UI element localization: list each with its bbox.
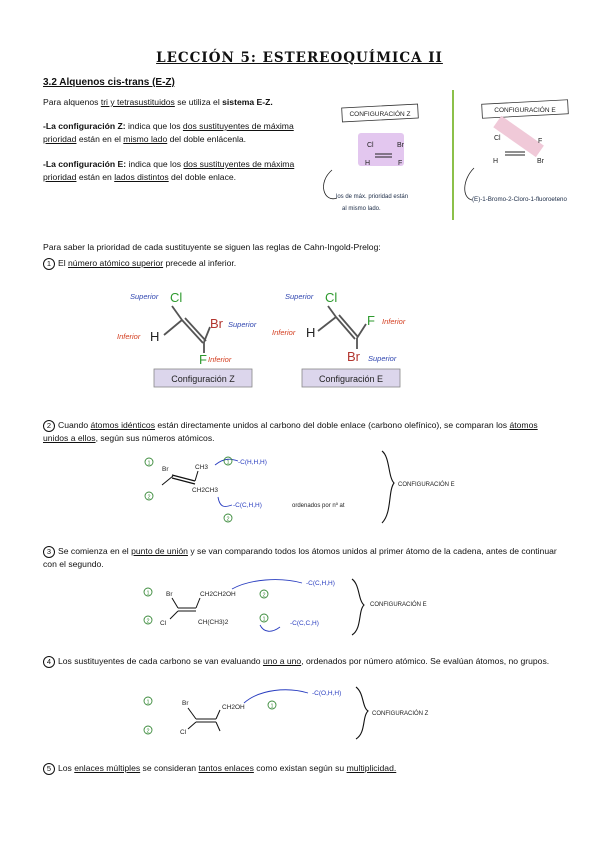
diagram-z: Superior Cl Inferior H Br Superior F Inf…	[117, 290, 257, 388]
diagram-e: Superior Cl Inferior H F Inferior Br Sup…	[272, 290, 406, 388]
cip-diagrams: Superior Cl Inferior H Br Superior F Inf…	[117, 290, 406, 388]
svg-text:-C(C,H,H): -C(C,H,H)	[233, 502, 262, 509]
svg-text:Cl: Cl	[160, 620, 167, 627]
svg-text:-C(C,H,H): -C(C,H,H)	[306, 580, 335, 587]
svg-text:-C(O,H,H): -C(O,H,H)	[312, 690, 341, 697]
sketch-left-atom: F	[398, 160, 402, 167]
sketch-right-atom: H	[493, 158, 498, 165]
sketch-left-atom: Cl	[367, 142, 374, 149]
tag: Inferior	[208, 355, 232, 364]
config-e-paragraph: -La configuración E: indica que los dos …	[43, 159, 295, 182]
svg-text:Br: Br	[182, 700, 189, 707]
config-z-paragraph: -La configuración Z: indica que los dos …	[43, 121, 294, 144]
atom: F	[199, 352, 207, 367]
handwritten-sketches: CONFIGURACIÓN Z Cl Br H F los de máx. pr…	[323, 90, 569, 220]
sketch-right-atom: F	[538, 138, 542, 145]
sketch-left-label: CONFIGURACIÓN Z	[349, 109, 410, 118]
svg-text:-C(C,C,H): -C(C,C,H)	[290, 620, 319, 627]
atom: H	[306, 325, 315, 340]
tag: Superior	[130, 292, 159, 301]
svg-text:ordenados por nº at: ordenados por nº at	[292, 502, 345, 509]
rules-intro: Para saber la prioridad de cada sustituy…	[43, 242, 381, 252]
sketch-left-note: los de máx. prioridad están	[336, 194, 408, 200]
handwritten-example-2: 1 2 Br CH3 CH2CH3 1 -C(H,H,H) 2 -C(C,H,H…	[144, 450, 455, 524]
tag: Superior	[228, 320, 257, 329]
svg-text:1: 1	[270, 704, 273, 710]
sketch-right-atom: Cl	[494, 135, 501, 142]
section-heading: 3.2 Alquenos cis-trans (E-Z)	[43, 77, 175, 88]
tag: Inferior	[272, 328, 296, 337]
svg-text:-C(H,H,H): -C(H,H,H)	[238, 459, 267, 466]
sketch-right-label: CONFIGURACIÓN E	[494, 105, 556, 114]
svg-text:1: 1	[146, 700, 149, 706]
svg-text:1: 1	[146, 591, 149, 597]
svg-text:1: 1	[262, 617, 265, 623]
svg-text:CONFIGURACIÓN E: CONFIGURACIÓN E	[398, 481, 455, 488]
svg-text:CH2CH3: CH2CH3	[192, 487, 218, 494]
svg-text:2: 2	[147, 495, 150, 501]
svg-text:2: 2	[146, 619, 149, 625]
sketch-right-note: (E)-1-Bromo-2-Cloro-1-fluoroeteno	[472, 196, 567, 203]
svg-text:CONFIGURACIÓN E: CONFIGURACIÓN E	[370, 601, 427, 608]
svg-text:1: 1	[147, 461, 150, 467]
sketch-right-atom: Br	[537, 158, 545, 165]
tag: Inferior	[117, 332, 141, 341]
sketch-left-note: al mismo lado.	[342, 206, 381, 212]
handwritten-example-4: 1 2 Br CH2OH Cl 1 -C(O,H,H) CONFIGURACIÓ…	[143, 686, 429, 740]
intro-paragraph: Para alquenos tri y tetrasustituidos se …	[43, 97, 273, 107]
atom: Cl	[170, 290, 182, 305]
svg-text:CH2CH2OH: CH2CH2OH	[200, 591, 236, 598]
caption: Configuración E	[319, 374, 383, 384]
svg-text:CH(CH3)2: CH(CH3)2	[198, 619, 229, 626]
handwritten-example-3: 1 2 Br CH2CH2OH Cl CH(CH3)2 2 -C(C,H,H) …	[143, 578, 427, 636]
sketch-left-atom: H	[365, 160, 370, 167]
svg-text:CONFIGURACIÓN Z: CONFIGURACIÓN Z	[372, 710, 429, 717]
atom: Cl	[325, 290, 337, 305]
atom: Br	[210, 316, 224, 331]
svg-text:Cl: Cl	[180, 729, 187, 736]
tag: Inferior	[382, 317, 406, 326]
caption: Configuración Z	[171, 374, 235, 384]
svg-text:2: 2	[226, 517, 229, 523]
svg-text:CH2OH: CH2OH	[222, 704, 245, 711]
atom: F	[367, 313, 375, 328]
svg-text:2: 2	[262, 593, 265, 599]
sketch-left-atom: Br	[397, 142, 405, 149]
tag: Superior	[285, 292, 314, 301]
atom: H	[150, 329, 159, 344]
page-title: LECCIÓN 5: ESTEREOQUÍMICA II	[156, 50, 443, 66]
svg-text:1: 1	[226, 460, 229, 466]
atom: Br	[347, 349, 361, 364]
tag: Superior	[368, 354, 397, 363]
svg-text:Br: Br	[162, 466, 169, 473]
svg-text:CH3: CH3	[195, 464, 208, 471]
svg-text:Br: Br	[166, 591, 173, 598]
svg-text:2: 2	[146, 729, 149, 735]
